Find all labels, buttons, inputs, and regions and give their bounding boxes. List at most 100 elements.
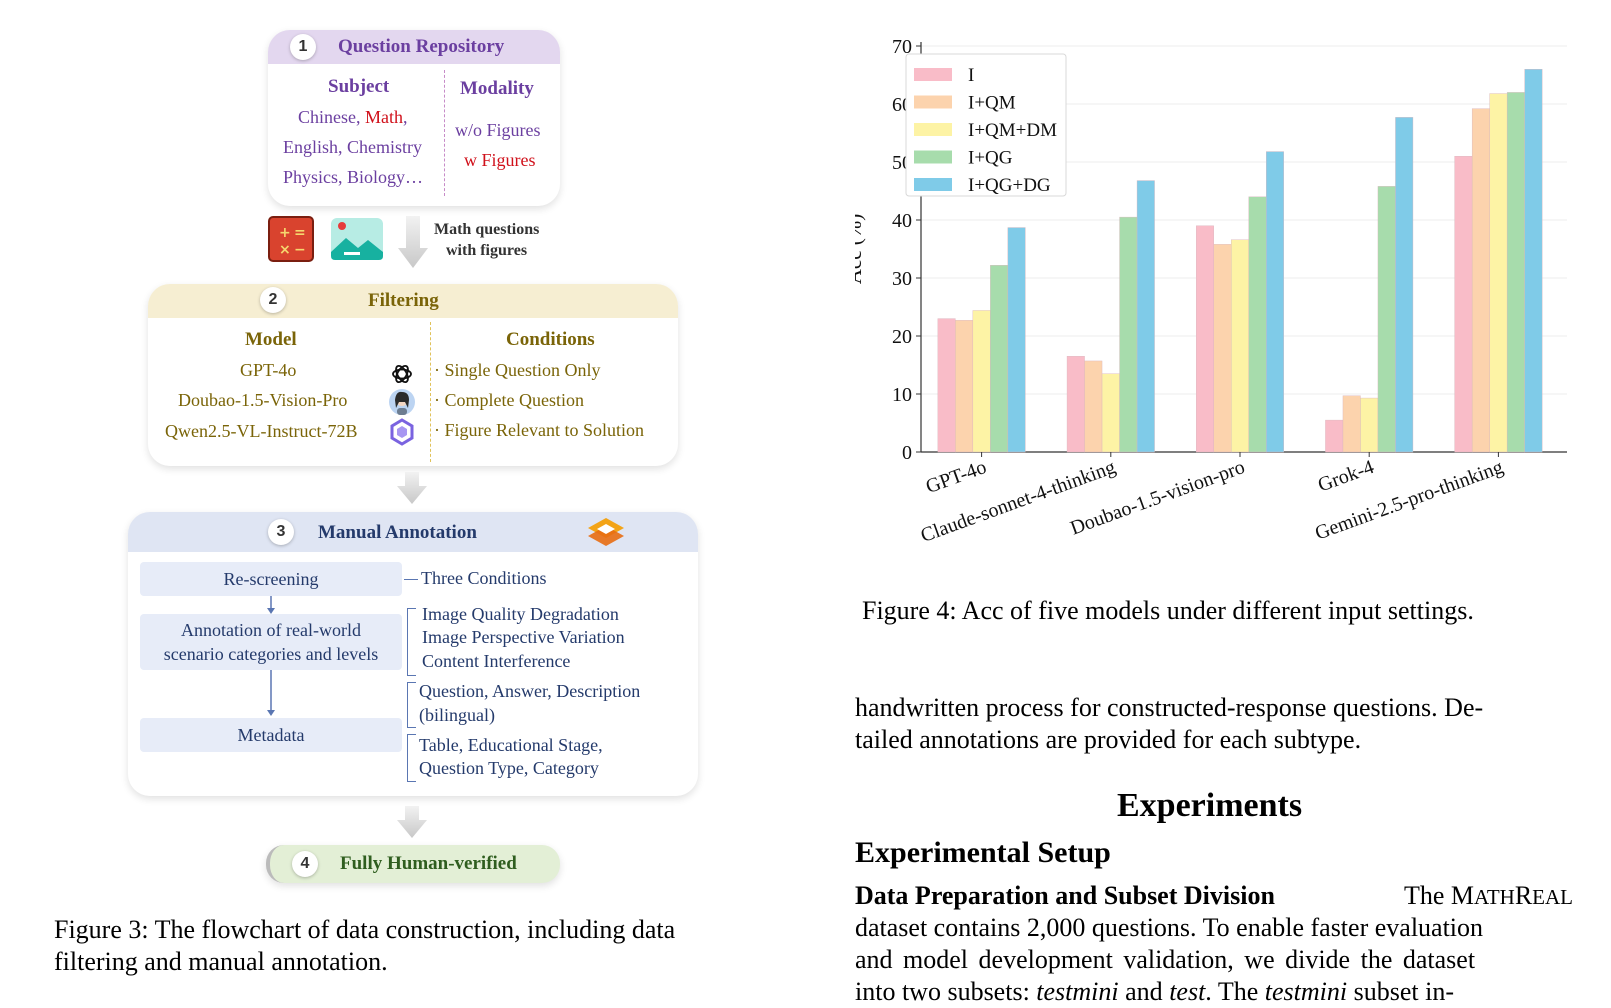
- paragraph-line: handwritten process for constructed-resp…: [855, 693, 1484, 722]
- condition-3: · Figure Relevant to Solution: [434, 420, 644, 440]
- bar: [1471, 108, 1490, 453]
- transition-label-line2: with figures: [446, 242, 528, 259]
- dataset-name: The MATHREAL: [1403, 881, 1573, 910]
- step-number-1: 1: [290, 34, 316, 60]
- legend-label: I+QM: [968, 93, 1016, 114]
- svg-text:×: ×: [279, 242, 291, 258]
- filtering-panel: 2 Filtering Model GPT-4o Doubao-1.5-Visi…: [148, 284, 678, 466]
- legend-swatch: [914, 150, 952, 164]
- figure-3-caption-line2: filtering and manual annotation.: [54, 947, 388, 976]
- image-quality-degradation: Image Quality Degradation: [422, 604, 619, 624]
- bar: [1007, 227, 1026, 453]
- legend-label: I+QM+DM: [968, 120, 1057, 141]
- y-tick-label: 10: [892, 384, 912, 406]
- transition-label-line1: Math questions: [434, 221, 540, 238]
- y-tick-label: 40: [892, 210, 912, 232]
- box2-line1: Annotation of real-world: [181, 620, 361, 640]
- bar: [937, 318, 956, 453]
- step2-title: Filtering: [368, 290, 439, 311]
- bar: [1196, 225, 1214, 453]
- paragraph-line: into two subsets: testmini and test. The…: [855, 977, 1454, 1006]
- condition-2: · Complete Question: [434, 390, 584, 410]
- metadata-bilingual: (bilingual): [419, 705, 495, 725]
- y-tick-label: 20: [892, 326, 912, 348]
- step-number-4: 4: [292, 851, 318, 877]
- bar: [1524, 69, 1543, 453]
- y-axis-label: Acc (%): [855, 214, 866, 285]
- three-conditions: Three Conditions: [421, 568, 547, 588]
- subject-line-1: Chinese, Math,: [298, 107, 408, 127]
- figure-3-caption-line1: Figure 3: The flowchart of data construc…: [54, 915, 676, 944]
- arrow-connector: [267, 596, 275, 614]
- model-doubao: Doubao-1.5-Vision-Pro: [178, 390, 348, 410]
- content-interference: Content Interference: [422, 651, 571, 671]
- legend-label: I+QG: [968, 148, 1013, 169]
- modality-with-figures: w Figures: [464, 150, 536, 170]
- question-repository-panel: 1 Question Repository Subject Chinese, M…: [268, 30, 560, 206]
- qwen-logo-icon: [390, 418, 414, 446]
- step-number-2: 2: [260, 287, 286, 313]
- paragraph-line: dataset contains 2,000 questions. To ena…: [855, 913, 1484, 942]
- model-heading: Model: [245, 329, 297, 350]
- manual-annotation-panel: 3 Manual Annotation Re-screening Annotat…: [128, 512, 698, 796]
- bar: [1395, 117, 1414, 453]
- step4-title: Fully Human-verified: [340, 853, 517, 874]
- legend-swatch: [914, 68, 952, 81]
- legend-swatch: [914, 95, 952, 109]
- bracket: [407, 682, 416, 728]
- divider: [444, 70, 445, 196]
- paragraph-heading: Data Preparation and Subset Division: [855, 881, 1275, 910]
- modality-heading: Modality: [460, 78, 534, 99]
- bar: [1231, 239, 1249, 453]
- modality-without-figures: w/o Figures: [455, 120, 541, 140]
- bar: [1377, 186, 1396, 453]
- svg-text:+: +: [279, 225, 291, 241]
- condition-1: · Single Question Only: [434, 360, 601, 380]
- section-heading: Experiments: [1117, 787, 1303, 824]
- x-tick-label: GPT-4o: [923, 456, 989, 498]
- bar: [1325, 419, 1344, 453]
- openai-logo-icon: [392, 364, 412, 384]
- bar: [1066, 356, 1085, 453]
- metadata-box: Metadata: [140, 718, 402, 752]
- bar: [1248, 196, 1267, 453]
- annotation-categories-box: Annotation of real-world scenario catego…: [140, 614, 402, 670]
- bar: [1506, 92, 1525, 453]
- box2-line2: scenario categories and levels: [163, 644, 379, 664]
- calculator-icon: + = × −: [268, 216, 314, 262]
- bar: [1213, 244, 1232, 453]
- paragraph-heading-line: Data Preparation and Subset Division: [855, 880, 1275, 912]
- bar: [1266, 151, 1284, 453]
- legend-label: I: [968, 65, 974, 86]
- svg-text:=: =: [294, 225, 306, 241]
- subsection-heading: Experimental Setup: [855, 836, 1111, 869]
- svg-text:−: −: [294, 242, 306, 258]
- conditions-heading: Conditions: [506, 329, 595, 350]
- subject-heading: Subject: [328, 76, 390, 97]
- bar: [1084, 360, 1103, 453]
- bar: [1119, 216, 1138, 453]
- legend-swatch: [914, 178, 952, 191]
- model-qwen: Qwen2.5-VL-Instruct-72B: [165, 421, 358, 441]
- rescreening-box: Re-screening: [140, 562, 402, 596]
- model-gpt4o: GPT-4o: [240, 360, 297, 380]
- image-perspective-variation: Image Perspective Variation: [422, 627, 625, 647]
- down-arrow-icon: [397, 806, 427, 838]
- bar: [990, 265, 1009, 453]
- connector-line: [404, 579, 418, 580]
- legend-label: I+QG+DG: [968, 175, 1051, 196]
- bar: [1360, 397, 1379, 453]
- legend-swatch: [914, 123, 952, 136]
- annotation-tool-logo-icon: [588, 518, 624, 546]
- doubao-avatar-icon: [389, 389, 415, 415]
- step3-title: Manual Annotation: [318, 522, 477, 543]
- y-tick-label: 0: [902, 442, 912, 464]
- y-tick-label: 70: [892, 36, 912, 58]
- metadata-type-category: Question Type, Category: [419, 758, 599, 778]
- y-tick-label: 30: [892, 268, 912, 290]
- human-verified-panel: 4 Fully Human-verified: [266, 845, 560, 883]
- bracket: [407, 734, 416, 782]
- step1-title: Question Repository: [338, 36, 505, 57]
